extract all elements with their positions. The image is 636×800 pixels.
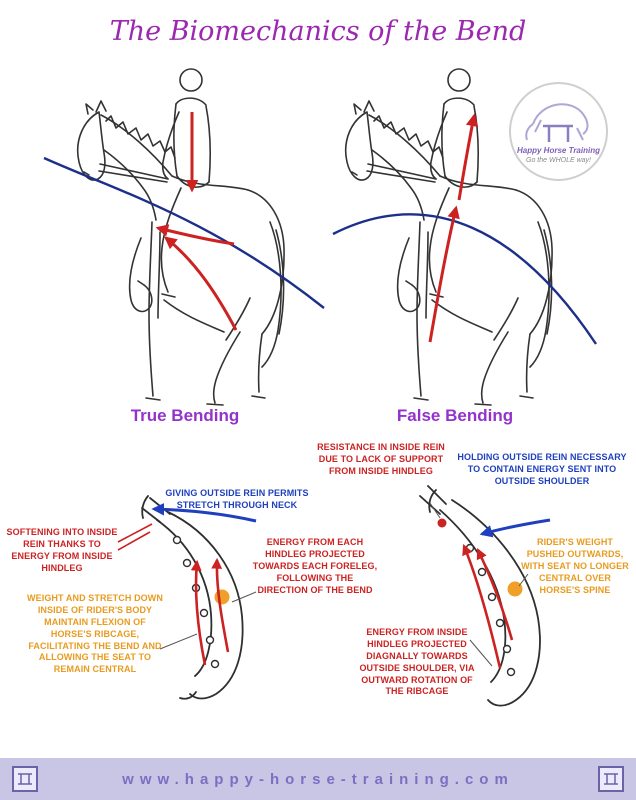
note-weight-and-stretch: WEIGHT AND STRETCH DOWN INSIDE OF RIDER'… — [27, 593, 163, 675]
note-riders-weight-outwards: RIDER'S WEIGHT PUSHED OUTWARDS, WITH SEA… — [521, 537, 629, 595]
true-footfall-dots — [172, 535, 220, 669]
brand-logo: Happy Horse Training Go the WHOLE way! — [509, 82, 608, 181]
label-true-bending: True Bending — [130, 406, 240, 425]
footer-logo-left-icon — [12, 766, 38, 792]
false-energy-arrows — [428, 113, 479, 343]
true-topview-energy-arrows — [190, 557, 230, 666]
note-resistance-inside-rein: RESISTANCE IN INSIDE REIN DUE TO LACK OF… — [317, 442, 445, 476]
footer-logo-right-icon — [598, 766, 624, 792]
label-false-bending: False Bending — [396, 406, 514, 425]
footer: www.happy-horse-training.com — [0, 758, 636, 800]
true-seat-dot — [214, 589, 230, 605]
bend-line-true — [43, 156, 325, 309]
brand-horse-icon — [525, 103, 589, 142]
false-outside-rein-arrow — [479, 518, 551, 538]
brand-name: Happy Horse Training — [517, 146, 600, 155]
website-link[interactable]: www.happy-horse-training.com — [122, 770, 514, 788]
page-title: The Biomechanics of the Bend — [109, 16, 527, 47]
brand-tagline: Go the WHOLE way! — [526, 157, 591, 164]
true-inside-rein-lines — [117, 523, 153, 551]
note-energy-diagonal: ENERGY FROM INSIDE HINDLEG PROJECTED DIA… — [359, 627, 475, 697]
true-energy-arrows — [155, 112, 238, 331]
false-resistance-dot — [437, 518, 447, 528]
note-giving-outside-rein: GIVING OUTSIDE REIN PERMITS STRETCH THRO… — [165, 488, 309, 510]
note-energy-each-hindleg: ENERGY FROM EACH HINDLEG PROJECTED TOWAR… — [252, 537, 378, 595]
true-bending-horse-sketch — [43, 68, 325, 406]
note-holding-outside-rein: HOLDING OUTSIDE REIN NECESSARY TO CONTAI… — [457, 452, 627, 486]
true-leader-lines — [159, 591, 257, 650]
bend-line-false — [332, 213, 597, 345]
note-softening-inside-rein: SOFTENING INTO INSIDE REIN THANKS TO ENE… — [6, 527, 118, 573]
